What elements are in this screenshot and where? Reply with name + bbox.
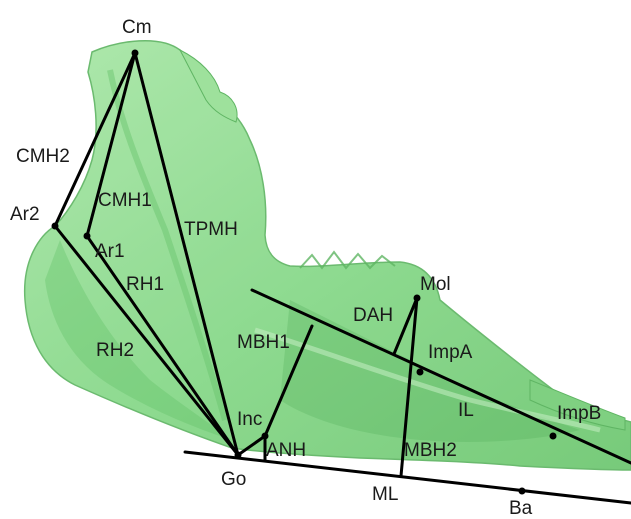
go-inc-line bbox=[236, 434, 267, 457]
impb-label: ImpB bbox=[557, 403, 601, 424]
dah-line bbox=[392, 296, 419, 356]
inc-label: Inc bbox=[237, 409, 262, 430]
cmh2-label: CMH2 bbox=[16, 146, 70, 167]
body-ridge bbox=[254, 327, 601, 433]
landmark-points bbox=[51, 49, 557, 495]
mol-point bbox=[413, 294, 421, 302]
il-label: IL bbox=[458, 400, 474, 421]
go-label: Go bbox=[221, 469, 246, 490]
ml-label: ML bbox=[372, 484, 398, 505]
rh1-label: RH1 bbox=[126, 274, 164, 295]
mbh2-label: MBH2 bbox=[404, 440, 457, 461]
cmh2-line bbox=[53, 51, 137, 228]
go-point bbox=[234, 451, 242, 459]
ba-label: Ba bbox=[509, 498, 533, 519]
mbh1-line bbox=[263, 324, 314, 438]
impa-point bbox=[416, 368, 424, 376]
ar2-point bbox=[51, 222, 59, 230]
landmark-labels: Cm Ar2 Ar1 Go Inc Mol ImpA ImpB Ba ML bbox=[10, 17, 601, 519]
mbh2-line bbox=[399, 296, 419, 478]
rh1-line bbox=[85, 234, 240, 457]
tooth-crowns bbox=[299, 250, 396, 270]
il-line bbox=[250, 288, 631, 465]
cm-point bbox=[131, 49, 139, 57]
rh2-label: RH2 bbox=[96, 340, 134, 361]
measurement-labels: CMH2 CMH1 TPMH RH1 RH2 MBH1 DAH IL ANH M… bbox=[16, 146, 474, 461]
ba-point bbox=[518, 487, 526, 495]
mbh1-label: MBH1 bbox=[237, 332, 290, 353]
ar2-label: Ar2 bbox=[10, 204, 40, 225]
anh-label: ANH bbox=[266, 440, 306, 461]
impa-label: ImpA bbox=[428, 342, 473, 363]
inc-point bbox=[261, 432, 269, 440]
cm-label: Cm bbox=[122, 17, 152, 38]
ramus-ridge bbox=[107, 69, 228, 421]
tpmh-line bbox=[133, 51, 240, 457]
ml-line bbox=[183, 450, 631, 505]
measurement-lines bbox=[53, 51, 631, 505]
incisor bbox=[529, 379, 626, 431]
ramus-shading bbox=[45, 240, 232, 440]
coronoid-process bbox=[178, 48, 238, 123]
tpmh-label: TPMH bbox=[184, 219, 238, 240]
mol-label: Mol bbox=[420, 274, 451, 295]
rh2-line bbox=[53, 224, 240, 457]
cmh1-line bbox=[85, 51, 137, 238]
ar1-point bbox=[83, 232, 91, 240]
dah-label: DAH bbox=[353, 305, 393, 326]
ar1-label: Ar1 bbox=[95, 241, 125, 262]
cmh1-label: CMH1 bbox=[98, 190, 152, 211]
impb-point bbox=[549, 432, 557, 440]
